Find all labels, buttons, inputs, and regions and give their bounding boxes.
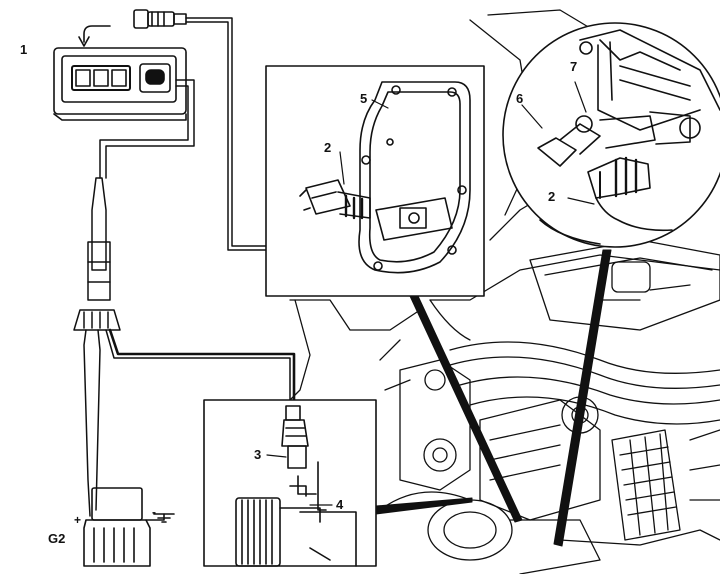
callout-4-bracket: 4 xyxy=(336,497,344,512)
callout-1-tester: 1 xyxy=(20,42,28,57)
callout-2-sensor-plug-detail: 2 xyxy=(548,189,556,204)
battery-minus-terminal: - xyxy=(152,505,156,519)
detail-insert-cover xyxy=(265,65,485,297)
detail-magnifier xyxy=(502,22,720,248)
callout-2-sensor-plug: 2 xyxy=(324,140,332,155)
callout-7-component: 7 xyxy=(570,59,578,74)
callout-g2-battery: G2 xyxy=(48,531,66,546)
battery xyxy=(83,487,175,567)
pointer-wedges xyxy=(375,249,612,547)
detail-insert-sensor xyxy=(203,399,377,567)
leader-lines xyxy=(266,81,595,506)
callout-5-cover: 5 xyxy=(360,91,368,106)
curved-arrow-icon xyxy=(78,25,111,47)
callout-3-sensor: 3 xyxy=(254,447,262,462)
diagnostic-tester xyxy=(53,47,187,121)
tester-connector-plug xyxy=(133,9,187,29)
callout-6-sensor: 6 xyxy=(516,91,524,106)
battery-plus-terminal: + xyxy=(74,513,82,527)
